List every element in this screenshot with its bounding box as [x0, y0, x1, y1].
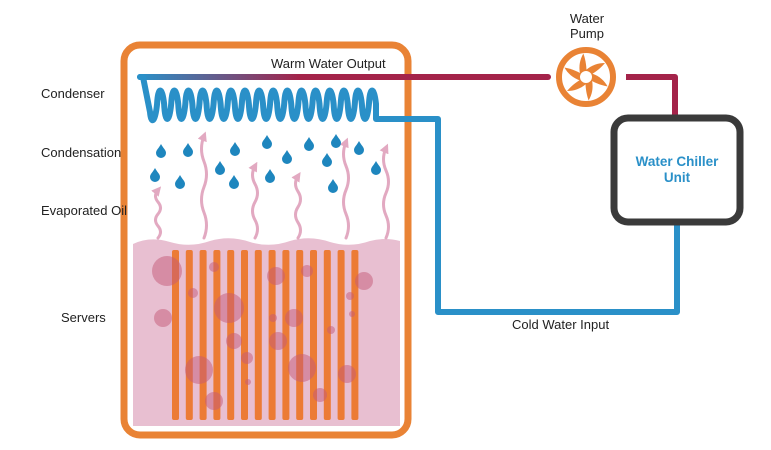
warm-water-output-label: Warm Water Output: [271, 56, 386, 71]
evaporated-oil-label: Evaporated Oil: [41, 203, 127, 218]
servers-label: Servers: [61, 310, 106, 325]
server-bar: [185, 250, 193, 420]
vapor-wave-arrow-icon: [291, 171, 302, 240]
heat-bubble: [327, 326, 335, 334]
water-droplet-icon: [304, 137, 314, 151]
server-bar: [296, 250, 304, 420]
heat-bubble: [285, 309, 303, 327]
pump-blade: [585, 80, 593, 101]
water-droplet-icon: [156, 144, 166, 158]
heat-bubble: [269, 314, 277, 322]
pump-blade: [586, 63, 605, 76]
water-droplet-icon: [175, 175, 185, 189]
vapor-wave-arrow-icon: [197, 131, 208, 240]
water-droplet-icon: [282, 150, 292, 164]
heat-bubble: [154, 309, 172, 327]
water-chiller-label: Water Chiller Unit: [614, 154, 740, 186]
heat-bubble: [349, 311, 355, 317]
server-bar: [254, 250, 262, 420]
heat-bubble: [269, 332, 287, 350]
pump-blade: [567, 78, 586, 91]
heat-bubble: [338, 365, 356, 383]
water-droplet-icon: [331, 134, 341, 148]
cold-water-pipe: [376, 116, 680, 315]
heat-bubble: [214, 293, 244, 323]
heat-bubble: [346, 292, 354, 300]
water-droplet-icon: [328, 179, 338, 193]
water-pump-label: Water Pump: [555, 11, 619, 41]
vapor-wave-arrow-icon: [339, 137, 350, 240]
heat-bubble: [245, 379, 251, 385]
vapor-wave-arrow-icon: [379, 143, 390, 240]
warm-water-pipe-to-chiller: [626, 74, 678, 118]
heat-bubble: [205, 392, 223, 410]
water-droplet-icon: [230, 142, 240, 156]
water-chiller-label-line1: Water Chiller: [635, 154, 719, 169]
water-droplet-icon: [354, 141, 364, 155]
condenser-label: Condenser: [41, 86, 105, 101]
heat-bubble: [188, 288, 198, 298]
heat-bubble: [226, 333, 242, 349]
condenser-coil-loops: [137, 74, 379, 124]
heat-bubble: [267, 267, 285, 285]
water-droplet-icon: [215, 161, 225, 175]
heat-bubble: [185, 356, 213, 384]
vapor-wave-arrow-icon: [151, 186, 162, 240]
water-pump-label-line2: Pump: [570, 26, 604, 41]
water-droplet-icon: [150, 168, 160, 182]
heat-bubble: [152, 256, 182, 286]
water-droplet-icon: [262, 135, 272, 149]
server-bar: [172, 250, 179, 420]
server-bar: [199, 250, 207, 420]
condensation-label: Condensation: [41, 145, 122, 160]
water-droplet-icon: [183, 143, 193, 157]
water-chiller-unit: [610, 114, 744, 226]
water-chiller-label-line2: Unit: [663, 170, 691, 185]
evaporated-oil-vapors: [151, 131, 390, 240]
condensation-droplets: [150, 134, 381, 193]
heat-bubbles: [152, 256, 373, 410]
server-bar: [337, 250, 345, 420]
water-pump-label-line1: Water: [569, 11, 605, 26]
pump-impeller-icon: [555, 46, 617, 108]
server-blades: [172, 250, 359, 420]
pump-blade: [588, 73, 608, 87]
server-bar: [213, 250, 221, 420]
water-droplet-icon: [371, 161, 381, 175]
heat-bubble: [241, 352, 253, 364]
heat-bubble: [288, 354, 316, 382]
vapor-wave-arrow-icon: [248, 161, 259, 240]
pump-blade: [564, 67, 584, 81]
cold-water-input-label: Cold Water Input: [512, 317, 610, 332]
water-droplet-icon: [265, 169, 275, 183]
server-bar: [282, 250, 290, 420]
heat-bubble: [209, 262, 219, 272]
water-droplet-icon: [229, 175, 239, 189]
heat-bubble: [313, 388, 327, 402]
server-bar: [241, 250, 248, 420]
heat-bubble: [355, 272, 373, 290]
heat-bubble: [301, 265, 313, 277]
water-droplet-icon: [322, 153, 332, 167]
server-bar: [323, 250, 331, 420]
pump-blade: [579, 53, 587, 74]
